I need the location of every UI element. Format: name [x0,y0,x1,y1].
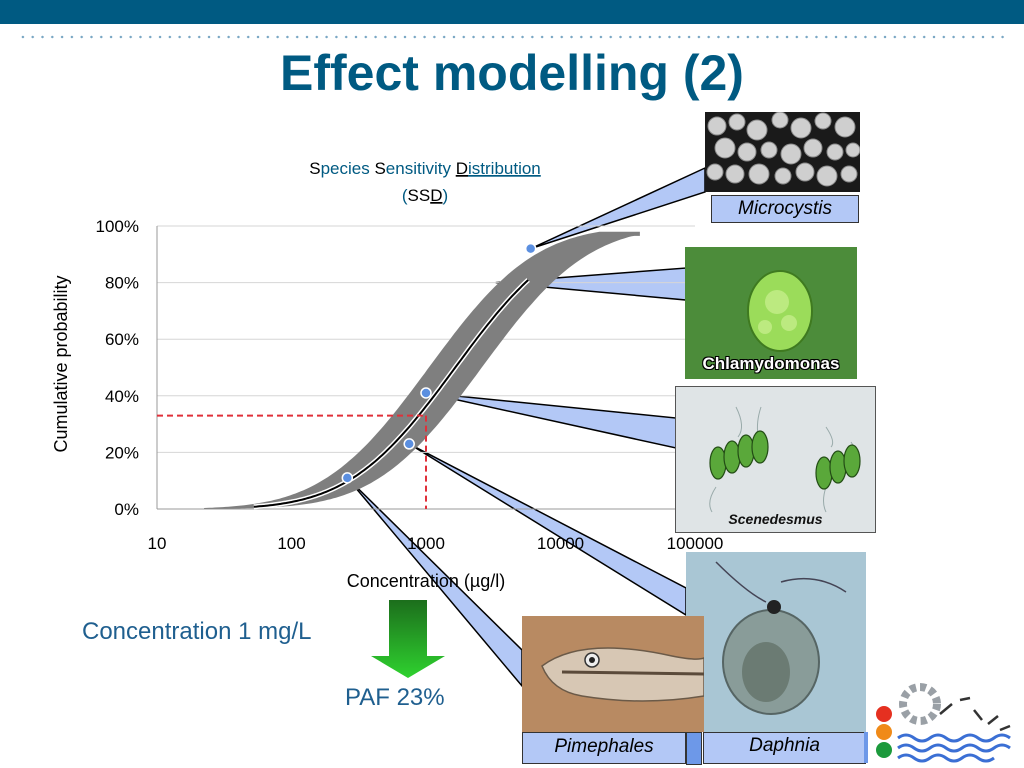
microcystis-cells-image [706,112,860,187]
chart-title-part: S [309,159,320,178]
y-tick-label: 20% [105,443,139,462]
chlamydomonas-label: Chlamydomonas [702,354,840,373]
chart-title-part: istribution [468,159,541,178]
daphnia-label: Daphnia [703,732,866,764]
logo [876,683,1011,763]
y-tick-label: 40% [105,387,139,406]
callout-scenedesmus [425,392,677,449]
data-point [341,472,354,484]
label-divider [686,732,702,765]
y-tick-label: 100% [96,217,139,236]
chart-title-part: pecies [321,159,375,178]
dotted-divider [18,33,1008,41]
chart-title-part: ensitivity [386,159,456,178]
chart-title-part: ) [442,186,448,205]
chart-title-part: SS [408,186,431,205]
confidence-band [204,231,640,509]
top-bar [0,0,1024,24]
x-tick-label: 10 [148,534,167,553]
slide-title: Effect modelling (2) [280,45,744,101]
chart-title-part: ( [402,186,408,205]
y-tick-label: 0% [114,500,139,519]
down-arrow-icon [371,600,445,678]
red-dot-icon [876,706,892,722]
daphnia-image [715,561,847,715]
chlamydomonas-cell-image [747,270,813,352]
chart-title-part: S [374,159,385,178]
water-waves-icon [897,733,1011,763]
pimephales-label: Pimephales [522,732,686,764]
green-dot-icon [876,742,892,758]
chart-title-line1: Species Sensitivity Distribution [309,159,541,178]
gear-icon [899,683,941,725]
x-axis-label: Concentration (µg/l) [347,571,505,591]
x-tick-label: 1000 [407,534,445,553]
scenedesmus-cells-image [709,406,861,513]
data-point [524,242,537,255]
chart-title-line2: (SSD) [402,186,448,205]
chart-title-part: D [456,159,468,178]
x-tick-label: 100000 [667,534,724,553]
y-axis-label: Cumulative probability [51,275,71,452]
data-point [420,387,432,399]
x-tick-label: 10000 [537,534,584,553]
paf-text: PAF 23% [345,684,445,711]
y-tick-label: 60% [105,330,139,349]
scenedesmus-photo: Scenedesmus [675,386,876,533]
daphnia-photo [686,552,866,732]
microcystis-photo [705,112,860,192]
concentration-text: Concentration 1 mg/L [82,618,312,645]
plot-area: 0% 20% 40% 60% 80% 100% 10 100 1000 10000 100000 [96,217,724,553]
chart-title-part: D [430,186,442,205]
pimephales-photo [522,616,704,732]
microcystis-label: Microcystis [711,195,859,223]
chlamydomonas-photo: Chlamydomonas [685,247,857,379]
x-tick-label: 100 [277,534,305,553]
y-tick-label: 80% [105,274,139,293]
scenedesmus-label: Scenedesmus [728,511,823,527]
ssd-curve [253,279,529,508]
orange-dot-icon [876,724,892,740]
pimephales-fish-image [541,647,704,702]
label-right-bar [864,732,868,763]
data-point [403,438,415,450]
molecule-icon [939,696,1011,732]
